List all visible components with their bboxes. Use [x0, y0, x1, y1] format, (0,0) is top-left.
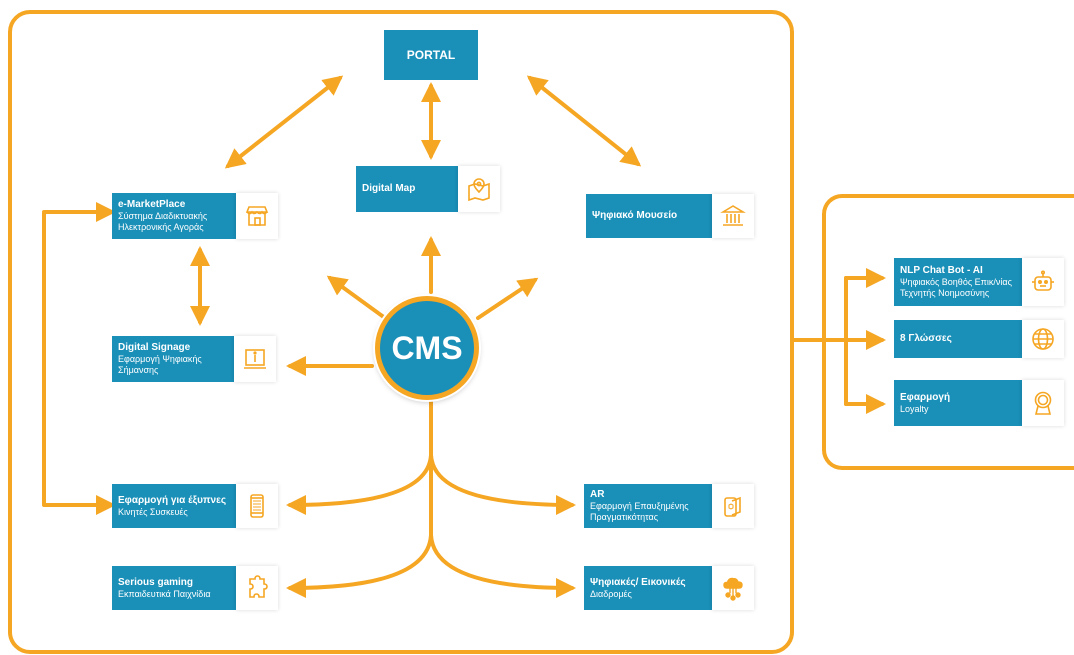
chatbot-title: NLP Chat Bot - AI	[900, 265, 983, 276]
signage-sub1: Εφαρμογή Ψηφιακής	[118, 354, 202, 364]
museum-icon	[712, 194, 754, 238]
main-frame	[8, 10, 794, 654]
cms-circle: CMS	[375, 296, 479, 400]
digital-map-title: Digital Map	[362, 183, 416, 194]
store-icon	[236, 193, 278, 239]
info-screen-icon	[234, 336, 276, 382]
node-virtual-routes: Ψηφιακές/ Εικονικές Διαδρομές	[584, 566, 754, 610]
languages-title: 8 Γλώσσες	[900, 333, 952, 344]
node-digital-map: Digital Map	[356, 166, 500, 212]
gaming-title: Serious gaming	[118, 576, 194, 588]
museum-title: Ψηφιακό Μουσείο	[592, 210, 678, 221]
marketplace-title: e-MarketPlace	[118, 199, 186, 210]
routes-title: Ψηφιακές/ Εικονικές	[590, 576, 686, 588]
node-marketplace: e-MarketPlace Σύστημα Διαδικτυακής Ηλεκτ…	[112, 193, 278, 239]
loyalty-badge-icon	[1022, 380, 1064, 426]
node-languages: 8 Γλώσσες	[894, 320, 1064, 358]
cms-label: CMS	[391, 329, 463, 366]
portal-box: PORTAL	[384, 30, 478, 80]
map-pin-icon	[458, 166, 500, 212]
node-digital-signage: Digital Signage Εφαρμογή Ψηφιακής Σήμανσ…	[112, 336, 276, 382]
chatbot-sub1: Ψηφιακός Βοηθός Επικ/νίας	[900, 277, 1012, 287]
arrow-cms-ar	[429, 453, 576, 515]
ar-title: AR	[590, 489, 605, 500]
loyalty-sub1: Loyalty	[900, 403, 929, 414]
side-frame	[822, 194, 1074, 470]
portal-label: PORTAL	[406, 48, 456, 62]
ar-sub2: Πραγματικότητας	[590, 512, 659, 522]
node-serious-gaming: Serious gaming Εκπαιδευτικά Παιχνίδια	[112, 566, 278, 610]
routes-sub1: Διαδρομές	[590, 588, 632, 599]
node-ar: AR Εφαρμογή Επαυξημένης Πραγματικότητας	[584, 484, 754, 528]
arrow-cms-routes	[429, 533, 576, 598]
robot-icon	[1022, 258, 1064, 306]
arrow-left-bracket	[42, 202, 116, 515]
node-museum: Ψηφιακό Μουσείο	[586, 194, 754, 238]
node-chatbot: NLP Chat Bot - AI Ψηφιακός Βοηθός Επικ/ν…	[894, 258, 1064, 306]
node-mobile-app: Εφαρμογή για έξυπνες Κινητές Συσκευές	[112, 484, 278, 528]
loyalty-title: Εφαρμογή	[900, 391, 951, 403]
mobile-title: Εφαρμογή για έξυπνες	[118, 494, 227, 506]
signage-title: Digital Signage	[118, 342, 191, 353]
marketplace-sub1: Σύστημα Διαδικτυακής	[118, 211, 208, 221]
smartphone-icon	[236, 484, 278, 528]
arrow-portal-museum	[526, 75, 642, 167]
marketplace-sub2: Ηλεκτρονικής Αγοράς	[118, 222, 204, 232]
chatbot-sub2: Τεχνητής Νοημοσύνης	[900, 288, 990, 298]
ar-sub1: Εφαρμογή Επαυξημένης	[590, 501, 689, 511]
signage-sub2: Σήμανσης	[118, 365, 159, 375]
node-loyalty: Εφαρμογή Loyalty	[894, 380, 1064, 426]
arrow-cms-upright	[476, 277, 539, 320]
arrow-cms-upleft	[326, 275, 387, 320]
puzzle-icon	[236, 566, 278, 610]
globe-icon	[1022, 320, 1064, 358]
arrow-portal-marketplace	[224, 75, 344, 169]
cloud-network-icon	[712, 566, 754, 610]
gaming-sub1: Εκπαιδευτικά Παιχνίδια	[118, 588, 211, 599]
arrow-cms-mobile	[286, 453, 433, 515]
ar-phone-icon	[712, 484, 754, 528]
mobile-sub1: Κινητές Συσκευές	[118, 506, 188, 517]
